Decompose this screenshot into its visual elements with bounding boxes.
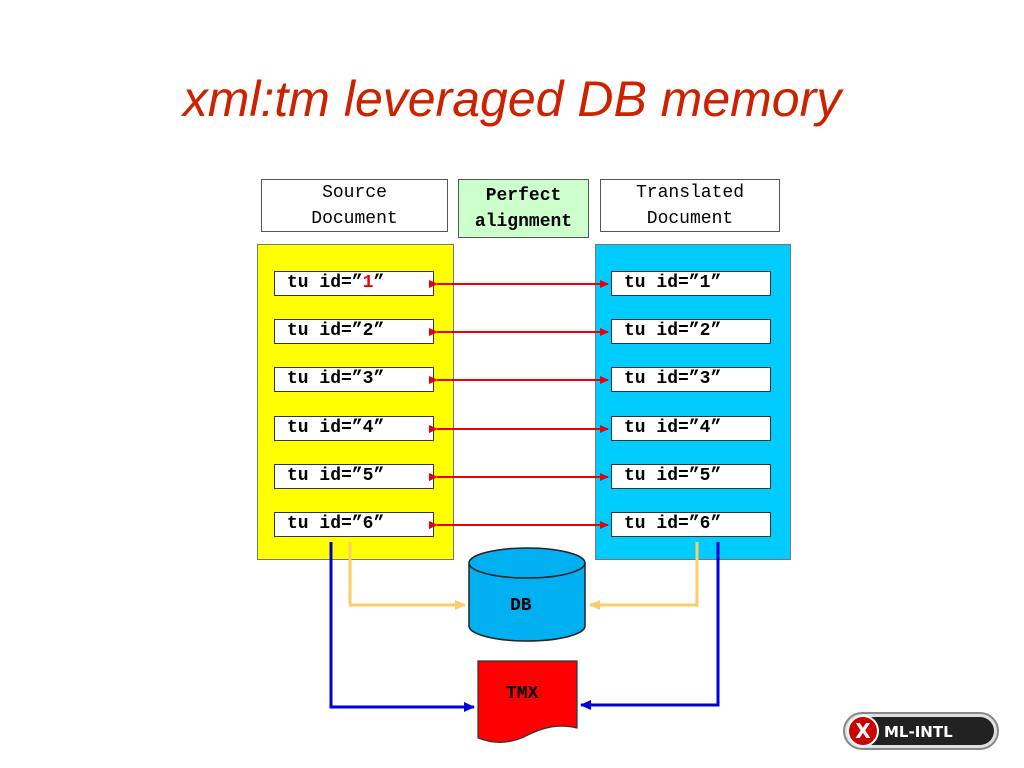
- xml-intl-logo: X ML-INTL: [842, 710, 1000, 752]
- db-label: DB: [510, 596, 532, 616]
- translated-tu-1: tu id=”1”: [611, 271, 771, 296]
- database-cylinder-icon: [468, 547, 586, 642]
- tmx-document-icon: [477, 660, 578, 743]
- translated-to-db-arrow: [589, 542, 699, 610]
- translated-tu-3: tu id=”3”: [611, 367, 771, 392]
- perfect-alignment-header: Perfect alignment: [458, 179, 589, 238]
- svg-text:ML-INTL: ML-INTL: [884, 723, 953, 741]
- translated-tu-6: tu id=”6”: [611, 512, 771, 537]
- source-tu-1-id: 1: [362, 273, 374, 293]
- alignment-header-line2: alignment: [474, 211, 573, 232]
- source-header-line1: Source: [322, 182, 387, 203]
- source-to-db-arrow: [348, 542, 466, 610]
- source-tu-5: tu id=”5”: [274, 464, 434, 489]
- source-tu-2: tu id=”2”: [274, 319, 434, 344]
- source-document-header: Source Document: [261, 179, 448, 232]
- source-tu-4: tu id=”4”: [274, 416, 434, 441]
- slide-title: xml:tm leveraged DB memory: [182, 71, 842, 127]
- translated-tu-2: tu id=”2”: [611, 319, 771, 344]
- source-header-line2: Document: [311, 208, 398, 229]
- svg-text:X: X: [855, 719, 871, 743]
- alignment-header-line1: Perfect: [485, 185, 562, 206]
- translated-to-tmx-arrow: [580, 542, 720, 710]
- tmx-label: TMX: [506, 684, 539, 704]
- translated-header-line2: Document: [646, 208, 734, 229]
- translated-document-panel: [595, 244, 791, 560]
- translated-tu-5: tu id=”5”: [611, 464, 771, 489]
- source-tu-1: tu id=”1”: [274, 271, 434, 296]
- translated-document-header: Translated Document: [600, 179, 780, 232]
- source-tu-3: tu id=”3”: [274, 367, 434, 392]
- translated-header-line1: Translated: [635, 182, 745, 203]
- source-to-tmx-arrow: [329, 542, 475, 712]
- source-tu-6: tu id=”6”: [274, 512, 434, 537]
- source-document-panel: [257, 244, 454, 560]
- translated-tu-4: tu id=”4”: [611, 416, 771, 441]
